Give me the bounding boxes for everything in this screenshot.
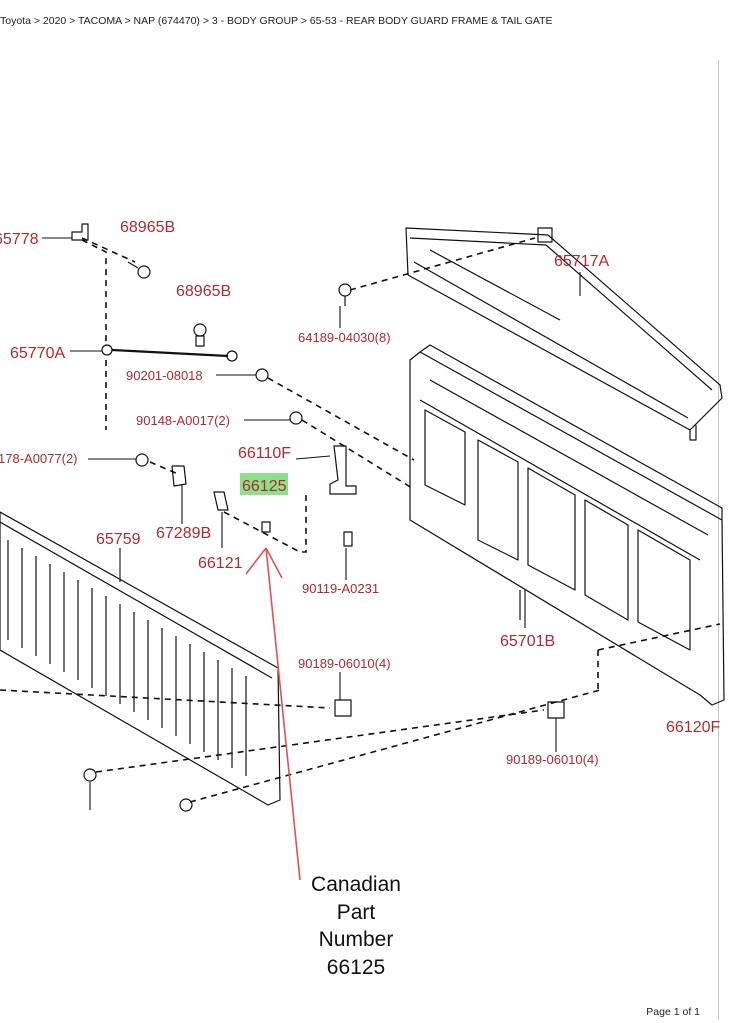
red-pointer-arrow: [245, 547, 301, 881]
tailgate-protector-part: [405, 227, 723, 441]
label-66120f: 66120F: [666, 719, 720, 736]
bolt-64189: [338, 283, 352, 306]
striker-66121: [213, 491, 229, 511]
breadcrumb: Toyota > 2020 > TACOMA > NAP (674470) > …: [0, 15, 553, 27]
label-65778: 65778: [0, 231, 39, 248]
nut-90189-right: [547, 701, 565, 719]
label-90201-08018: 90201-08018: [126, 368, 203, 383]
tailgate-outer-panel-part: [0, 511, 281, 806]
leader-lines: [42, 237, 581, 810]
bolt-68965b: [193, 323, 207, 347]
bracket-66110f: [329, 445, 357, 495]
label-90119-a0231: 90119-A0231: [302, 581, 379, 596]
label-64189-04030: 64189-04030(8): [298, 330, 391, 345]
cushion-90148: [289, 411, 303, 425]
alignment-lines: [0, 237, 721, 803]
label-90148-a0017: 90148-A0017(2): [136, 413, 230, 428]
label-90178-a0077: 178-A0077(2): [0, 451, 78, 466]
label-90189-06010-right: 90189-06010(4): [506, 752, 599, 767]
label-65770a: 65770A: [10, 345, 65, 362]
hinge-67289b: [171, 465, 187, 487]
label-66125: 66125: [242, 478, 287, 495]
label-68965b-top: 68965B: [120, 219, 175, 236]
tailgate-frame-part: [409, 344, 725, 706]
label-65701b: 65701B: [500, 633, 555, 650]
page-edge-divider: [718, 60, 719, 1020]
label-68965b: 68965B: [176, 283, 231, 300]
support-cable-65770a: [101, 344, 238, 362]
label-90189-06010-left: 90189-06010(4): [298, 656, 391, 671]
nut-90178: [135, 453, 149, 467]
annotation-line-4: 66125: [327, 956, 385, 979]
label-65759: 65759: [96, 531, 141, 548]
label-66110f: 66110F: [238, 445, 291, 462]
hinge-bracket-65778: [71, 223, 89, 241]
clip-66125: [261, 521, 271, 533]
label-66121: 66121: [198, 555, 243, 572]
bushing-90201: [255, 368, 269, 382]
label-67289b: 67289B: [156, 525, 211, 542]
annotation-line-3: Number: [319, 928, 394, 951]
bolt-68965b-top: [127, 261, 151, 279]
clip-top-65717a: [537, 227, 553, 243]
bolt-lower-left-1: [83, 768, 97, 782]
nut-90189-left: [334, 699, 352, 717]
bolt-90119: [343, 531, 353, 547]
canadian-part-annotation: Canadian Part Number 66125: [311, 873, 401, 979]
bolt-lower-left-2: [179, 798, 193, 812]
highlight-66125: [240, 473, 288, 495]
page-count: Page 1 of 1: [646, 1006, 700, 1018]
annotation-line-1: Canadian: [311, 873, 401, 896]
annotation-line-2: Part: [337, 901, 376, 924]
label-65717a: 65717A: [554, 253, 609, 270]
